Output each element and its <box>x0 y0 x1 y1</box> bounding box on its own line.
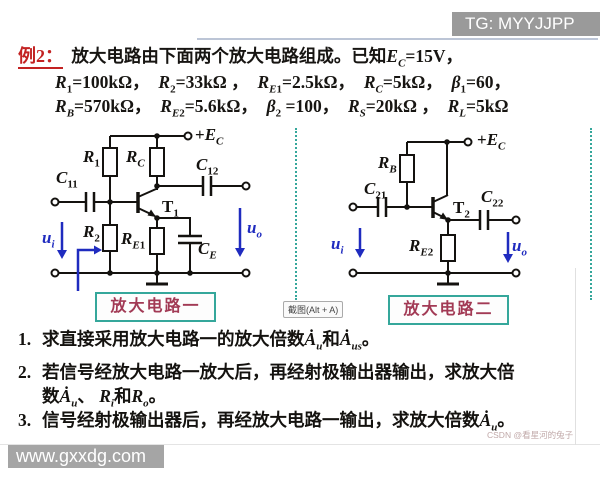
capacitor-c21-label: C21 <box>364 179 387 202</box>
input-voltage-ui-label-1: ui <box>42 228 55 251</box>
question-1-number: 1. <box>18 329 32 349</box>
circuit-one-caption: 放大电路一 <box>95 292 216 322</box>
resistor-rb-label: RB <box>378 153 397 176</box>
screenshot-guide-line-right <box>590 128 592 300</box>
circuit-one-signal-arrows <box>57 208 245 291</box>
example-number-label: 例2： <box>18 46 63 69</box>
capacitor-ce-label: CE <box>198 239 217 262</box>
example-intro-text: 放大电路由下面两个放大电路组成。已知EC=15V， <box>71 46 464 70</box>
input-voltage-ui-label-2: ui <box>331 234 344 257</box>
parameters-line-1: R1=100kΩ， R2=33kΩ ， RE1=2.5kΩ， RC=5kΩ， β… <box>55 72 512 96</box>
output-voltage-uo-label-1: uo <box>247 218 262 241</box>
question-3-number: 3. <box>18 410 32 430</box>
resistor-re1-label: RE1 <box>121 229 146 252</box>
screenshot-shortcut-tooltip: 截图(Alt + A) <box>283 301 344 318</box>
capacitor-c12-label: C12 <box>196 155 219 178</box>
question-1-text: 求直接采用放大电路一的放大倍数Ȧu和Ȧus。 <box>42 329 380 353</box>
supply-ec-label-2: +EC <box>477 130 506 153</box>
example-title: 例2： 放大电路由下面两个放大电路组成。已知EC=15V， <box>18 42 588 70</box>
csdn-watermark: CSDN @看星河的兔子 <box>487 430 574 440</box>
circuit-two-wires <box>348 137 521 286</box>
slide-right-edge <box>575 268 576 445</box>
transistor-t2-label: T2 <box>453 198 470 221</box>
supply-ec-label-1: +EC <box>195 125 224 148</box>
slide-top-border <box>197 38 598 40</box>
question-3: 3. 信号经射极输出器后，再经放大电路一输出，求放大倍数Ȧu。 <box>18 408 596 434</box>
question-1: 1. 求直接采用放大电路一的放大倍数Ȧu和Ȧus。 <box>18 327 596 353</box>
transistor-t1-label: T1 <box>162 197 179 220</box>
site-watermark: www.gxxdg.com <box>8 445 164 468</box>
resistor-r1-label: R1 <box>83 147 100 170</box>
slide-bottom-edge <box>0 444 600 445</box>
capacitor-c11-label: C11 <box>56 168 78 191</box>
question-2: 2. 若信号经放大电路一放大后，再经射极输出器输出，求放大倍数Ȧu、 Ri和Ro… <box>18 360 596 410</box>
circuit-one-wires <box>50 131 251 286</box>
parameters-line-2: RB=570kΩ， RE2=5.6kΩ， β2 =100， RS=20kΩ ， … <box>55 96 509 120</box>
question-2-text: 若信号经放大电路一放大后，再经射极输出器输出，求放大倍数Ȧu、 Ri和Ro。 <box>42 362 515 410</box>
circuit-two-caption: 放大电路二 <box>388 295 509 325</box>
question-3-text: 信号经射极输出器后，再经放大电路一输出，求放大倍数Ȧu。 <box>42 410 515 434</box>
circuit-two-signal-arrows <box>355 228 513 263</box>
screenshot-guide-line-left <box>295 128 297 300</box>
capacitor-c22-label: C22 <box>481 187 504 210</box>
resistor-re2-label: RE2 <box>409 236 434 259</box>
telegram-watermark-bar: TG: MYYJJPP <box>452 12 600 36</box>
resistor-rc-label: RC <box>126 147 145 170</box>
question-2-number: 2. <box>18 362 32 382</box>
output-voltage-uo-label-2: uo <box>512 236 527 259</box>
resistor-r2-label: R2 <box>83 222 100 245</box>
